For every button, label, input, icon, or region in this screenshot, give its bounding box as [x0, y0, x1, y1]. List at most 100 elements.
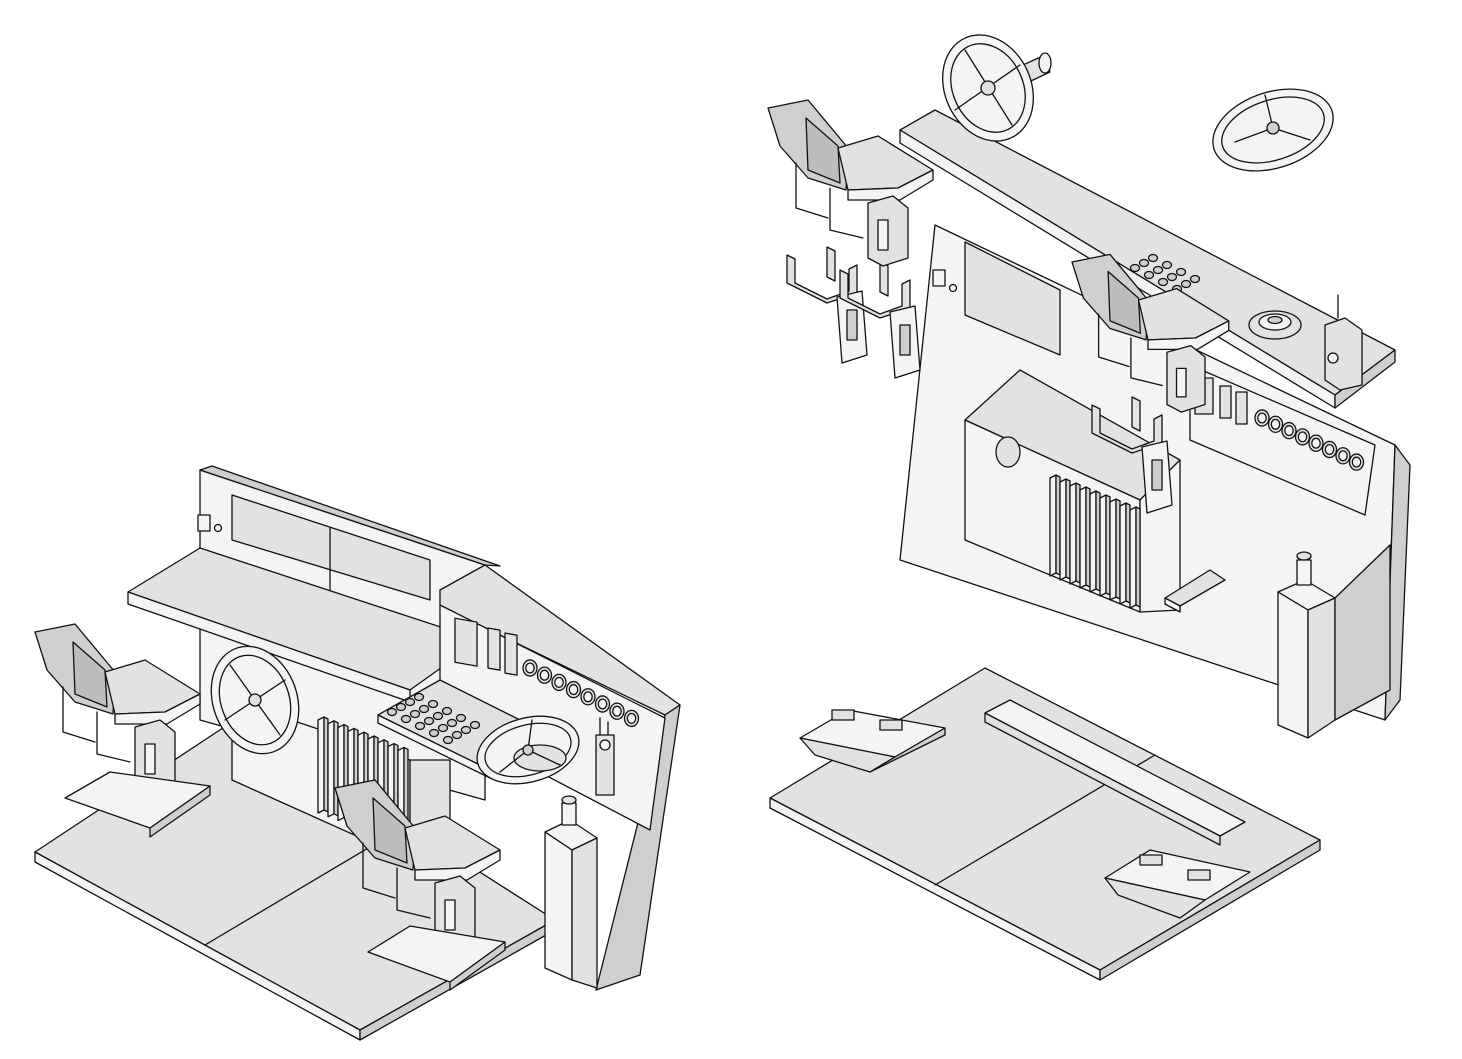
switch-icon	[423, 716, 435, 726]
seat-pedestal-slot	[1175, 367, 1187, 398]
seat-pedestal-slot	[144, 743, 156, 775]
switch-icon	[451, 730, 463, 740]
gauge-face	[539, 669, 550, 681]
seat-back-cushion	[372, 797, 408, 864]
seat-bracket	[839, 261, 921, 379]
seat-frame	[62, 686, 96, 743]
radiator-fin	[1129, 506, 1137, 609]
exploded-view	[767, 34, 1411, 981]
radiator-fin	[1099, 494, 1107, 597]
assembled-switch-panel	[377, 679, 551, 779]
radiator-fin	[1059, 478, 1067, 581]
gauge-face	[597, 698, 608, 710]
switch-icon	[442, 735, 454, 745]
switch-icon	[395, 702, 407, 712]
seat-bracket	[786, 246, 868, 364]
radiator-fin	[1049, 474, 1057, 577]
switch-array	[1129, 253, 1201, 294]
seat-bracket	[1091, 396, 1173, 514]
bracket-arm	[1131, 396, 1141, 432]
display-screens	[454, 617, 518, 676]
seat-cushion-edge	[414, 849, 501, 881]
bracket-u	[1091, 404, 1163, 454]
radiator-fin	[317, 716, 325, 814]
seat	[334, 779, 506, 991]
seat	[34, 623, 211, 838]
seat-back-cushion	[805, 117, 841, 184]
seat-pedestal-slot	[877, 219, 889, 251]
gauge-face	[1311, 437, 1321, 449]
switch-array	[386, 692, 481, 745]
exploded-handwheel	[941, 34, 1052, 142]
switch-icon	[1157, 277, 1169, 287]
bracket-arm	[879, 261, 889, 297]
switch-icon	[1143, 270, 1155, 280]
switch-icon	[414, 721, 426, 731]
seat	[767, 99, 934, 267]
seat-back-cushion	[72, 641, 108, 708]
seat-frame	[396, 867, 431, 919]
gauge-face	[568, 684, 579, 696]
bracket-arm	[826, 246, 836, 282]
radiator-fin	[1109, 498, 1117, 601]
seat-cushion-edge	[847, 169, 934, 201]
switch-icon	[400, 714, 412, 724]
bracket-u	[786, 254, 858, 304]
switch-icon	[418, 704, 430, 714]
gauge-face	[1257, 412, 1267, 424]
bracket-slot	[846, 309, 858, 341]
switch-icon	[1147, 253, 1159, 263]
switch-icon	[1129, 263, 1141, 273]
seat-frame	[1097, 313, 1130, 368]
gauge-face	[554, 676, 564, 688]
exploded-steering-wheel	[1212, 88, 1334, 172]
bracket-slot	[899, 324, 911, 356]
bracket-slot	[1151, 459, 1163, 491]
switch-icon	[1138, 258, 1150, 268]
switch-icon	[1189, 274, 1201, 284]
assembled-handwheel	[210, 645, 300, 755]
switch-icon	[1180, 279, 1192, 289]
seat-pedestal-slot	[444, 899, 456, 931]
gauge-face	[1338, 450, 1348, 462]
switch-icon	[1152, 265, 1164, 275]
switch-icon	[427, 699, 439, 709]
seat-cushion-edge	[114, 693, 201, 725]
gauge-face	[1270, 418, 1281, 430]
seat-cushion-edge	[1147, 320, 1230, 351]
gauge-face	[1284, 425, 1294, 437]
gauge-face	[626, 712, 637, 724]
pedal	[1164, 569, 1226, 613]
assembled-console	[34, 465, 681, 1041]
assembled-right-side	[439, 564, 681, 991]
gauge-face	[1297, 431, 1308, 443]
gauge-row	[1254, 409, 1365, 471]
seat-frame	[829, 187, 864, 239]
seat	[1071, 253, 1230, 413]
bracket-u	[839, 269, 911, 319]
radiator-fin	[327, 720, 335, 818]
exploded-right-column	[1277, 544, 1391, 739]
gauge-face	[525, 662, 535, 674]
switch-icon	[1166, 272, 1178, 282]
seat-frame	[96, 711, 131, 763]
seat-base-side	[449, 941, 506, 991]
seat-back-cushion	[1107, 270, 1142, 334]
seat-frame	[1130, 337, 1163, 387]
seat-base-side	[149, 785, 211, 838]
assembled-steering-wheel	[476, 715, 580, 785]
switch-icon	[386, 707, 398, 717]
switch-icon	[455, 713, 467, 723]
switch-icon	[441, 706, 453, 716]
seat-frame	[795, 162, 829, 219]
radiator-fin	[1079, 486, 1087, 589]
switch-icon	[1161, 260, 1173, 270]
radiator-fin	[1119, 502, 1127, 605]
switch-icon	[432, 711, 444, 721]
lever-block	[1324, 294, 1363, 391]
seat-frame	[362, 842, 396, 899]
gauge-face	[583, 691, 593, 703]
switch-icon	[428, 728, 440, 738]
